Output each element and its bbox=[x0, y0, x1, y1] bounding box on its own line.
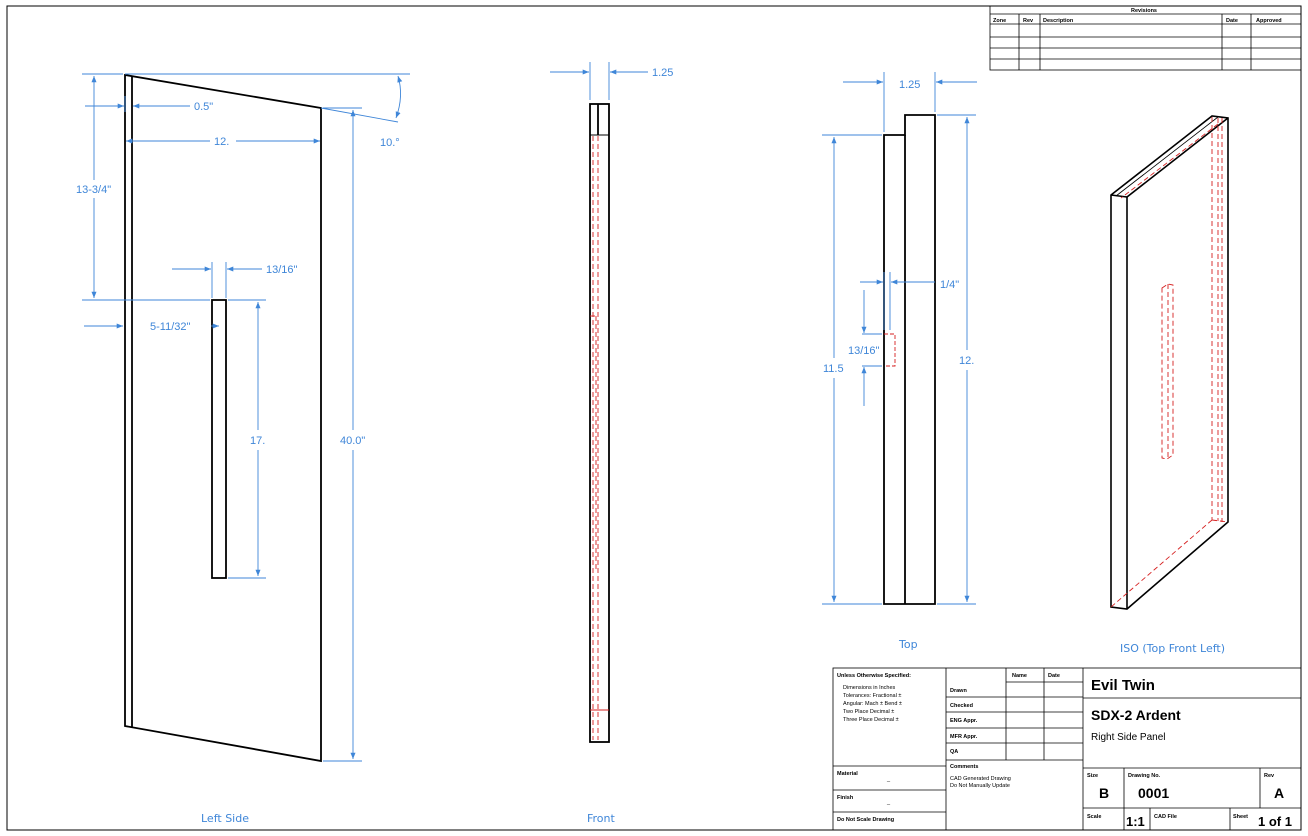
tb-role-checked: Checked bbox=[950, 703, 973, 709]
tb-comment-line-1: CAD Generated Drawing bbox=[950, 776, 1011, 782]
dim-left-slot-offset: 5-11/32" bbox=[150, 321, 190, 333]
view-label-left-side: Left Side bbox=[201, 812, 249, 825]
tb-sheet-label: Sheet bbox=[1233, 814, 1248, 820]
dim-left-slot-length: 17. bbox=[250, 435, 265, 447]
tb-drawing-no-label: Drawing No. bbox=[1128, 773, 1161, 779]
tb-project: SDX-2 Ardent bbox=[1091, 707, 1181, 723]
revisions-header-zone: Zone bbox=[993, 18, 1006, 24]
tb-comments-label: Comments bbox=[950, 764, 978, 770]
top-outline bbox=[883, 114, 936, 605]
tb-unless-specified: Unless Otherwise Specified: bbox=[837, 673, 911, 679]
front-view bbox=[589, 103, 610, 743]
tb-role-eng-appr: ENG Appr. bbox=[950, 718, 978, 724]
dim-left-slot-width: 13/16" bbox=[266, 264, 298, 276]
dim-front-thickness: 1.25 bbox=[652, 67, 673, 79]
tb-two-place: Two Place Decimal ± bbox=[843, 709, 894, 715]
dim-top-groove-depth: 13/16" bbox=[848, 345, 880, 357]
tb-do-not-scale: Do Not Scale Drawing bbox=[837, 817, 894, 823]
front-outline bbox=[589, 103, 610, 743]
left-side-view bbox=[124, 73, 322, 763]
dim-left-total-height: 40.0" bbox=[340, 435, 365, 447]
dim-top-inner-height: 11.5 bbox=[823, 363, 844, 375]
tb-finish-label: Finish bbox=[837, 795, 854, 801]
tb-size-label: Size bbox=[1087, 773, 1098, 779]
iso-outline bbox=[1110, 115, 1229, 610]
dim-left-upper-height: 13-3/4" bbox=[76, 184, 111, 196]
tb-material-value: _ bbox=[886, 777, 891, 783]
revisions-table bbox=[989, 5, 1302, 71]
tb-tol-fractional: Tolerances: Fractional ± bbox=[843, 693, 901, 699]
tb-sheet-value: 1 of 1 bbox=[1258, 814, 1292, 829]
revisions-header-rev: Rev bbox=[1023, 18, 1034, 24]
revisions-title: Revisions bbox=[1131, 8, 1157, 14]
tb-size-value: B bbox=[1099, 785, 1109, 801]
tb-name-header: Name bbox=[1012, 673, 1027, 679]
front-hidden-lines bbox=[590, 136, 609, 740]
tb-part: Right Side Panel bbox=[1091, 732, 1166, 743]
dim-top-groove-width: 1/4" bbox=[940, 279, 959, 291]
dim-left-top-width: 0.5" bbox=[194, 101, 213, 113]
tb-comment-line-2: Do Not Manually Update bbox=[950, 783, 1010, 789]
revisions-header-approved: Approved bbox=[1256, 18, 1282, 24]
title-block bbox=[832, 667, 1302, 831]
tb-rev-label: Rev bbox=[1264, 773, 1275, 779]
tb-drawing-no-value: 0001 bbox=[1138, 785, 1169, 801]
dim-top-thickness: 1.25 bbox=[899, 79, 920, 91]
revisions-header-date: Date bbox=[1226, 18, 1238, 24]
left-side-dimensions bbox=[82, 73, 410, 762]
left-side-slot bbox=[211, 299, 227, 579]
dim-left-width: 12. bbox=[214, 136, 229, 148]
tb-material-label: Material bbox=[837, 771, 858, 777]
tb-three-place: Three Place Decimal ± bbox=[843, 717, 899, 723]
top-dimensions bbox=[822, 72, 977, 605]
tb-rev-value: A bbox=[1274, 785, 1284, 801]
dim-left-angle: 10.° bbox=[380, 137, 400, 149]
tb-dimensions-in: Dimensions in Inches bbox=[843, 685, 896, 691]
tb-scale-value: 1:1 bbox=[1126, 814, 1145, 829]
tb-role-drawn: Drawn bbox=[950, 688, 967, 694]
tb-role-mfr-appr: MFR Appr. bbox=[950, 734, 978, 740]
top-hidden-lines bbox=[884, 333, 896, 367]
view-label-iso: ISO (Top Front Left) bbox=[1120, 642, 1225, 655]
revisions-header-description: Description bbox=[1043, 18, 1074, 24]
tb-date-header: Date bbox=[1048, 673, 1060, 679]
iso-hidden-lines bbox=[1110, 117, 1229, 608]
left-side-outline bbox=[124, 73, 322, 763]
tb-finish-value: _ bbox=[886, 800, 891, 806]
tb-tol-angular: Angular: Mach ± Bend ± bbox=[843, 701, 902, 707]
tb-scale-label: Scale bbox=[1087, 814, 1101, 820]
sheet-border bbox=[6, 5, 1302, 831]
front-dimensions bbox=[550, 62, 648, 100]
tb-role-qa: QA bbox=[950, 749, 958, 755]
tb-company: Evil Twin bbox=[1091, 677, 1155, 694]
view-label-front: Front bbox=[587, 812, 616, 825]
dim-top-height: 12. bbox=[959, 355, 974, 367]
top-view bbox=[883, 114, 936, 605]
view-label-top: Top bbox=[898, 638, 918, 651]
tb-cad-file-label: CAD File bbox=[1154, 814, 1177, 820]
iso-view bbox=[1110, 115, 1229, 610]
